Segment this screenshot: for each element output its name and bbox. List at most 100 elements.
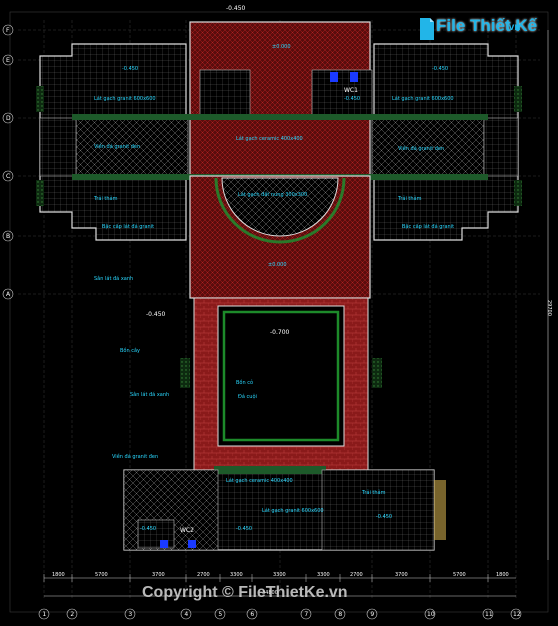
courtyard [217, 305, 345, 447]
axis-label-F: F [6, 27, 10, 34]
axis-label-6: 6 [250, 611, 254, 618]
watermark-logo [418, 12, 548, 46]
axis-label-10: 10 [427, 611, 435, 618]
axis-bubble-9 [366, 608, 378, 620]
note-5-right: Trải thảm [397, 195, 422, 202]
label-wc1: WC1 [344, 87, 358, 94]
level-left-room: -0.450 [122, 66, 138, 72]
right-planter-2 [514, 180, 522, 206]
wc1-room [311, 69, 373, 116]
level-left-mid: -0.450 [146, 311, 166, 318]
right-band-1 [368, 114, 488, 120]
note-3: Viền đá granit đen [94, 142, 140, 150]
dim-segment: 2700 [350, 572, 363, 578]
axis-label-2: 2 [70, 611, 74, 618]
note-3-lower: Viền đá granit đen [112, 452, 158, 460]
axis-label-B: B [6, 233, 10, 240]
bottom-right-room [321, 469, 435, 551]
note-1-lower: Lát gạch granit 600x600 [262, 507, 324, 514]
note-9: Đá cuội [238, 393, 257, 400]
dim-segment: 3300 [273, 572, 286, 578]
dim-segment: 3300 [230, 572, 243, 578]
axis-bubble-1 [38, 608, 50, 620]
note-1: Lát gạch granit 600x600 [94, 95, 156, 102]
dim-segment: 1800 [496, 572, 509, 578]
dim-segments: 1800 5700 3700 2700 3300 3300 3300 2700 3700 5700… [43, 572, 509, 582]
note-7-lower: Sân lát đá xanh [130, 391, 169, 398]
watermark-logo-domain: .vn [506, 22, 521, 33]
axis-bubble-7 [300, 608, 312, 620]
axis-bubble-2 [66, 608, 78, 620]
label-wc2: WC2 [180, 527, 194, 534]
right-planter-1 [514, 86, 522, 112]
level-top: -0.450 [226, 5, 246, 12]
left-hall-diagonal [75, 117, 189, 177]
axis-label-8: 8 [338, 611, 342, 618]
center-band-1 [186, 114, 372, 120]
material-notes: Lát gạch granit 600x600 Lát gạch granit … [93, 95, 454, 514]
axis-bubble-6 [246, 608, 258, 620]
axis-bubble-F [2, 24, 14, 36]
level-bottom-left: -0.450 [140, 526, 156, 532]
bottom-right-step [434, 480, 446, 540]
note-7: Sân lát đá xanh [94, 275, 133, 282]
level-labels: -0.450 ±0.000 -0.450 -0.450 WC1 -0.450 ±… [122, 5, 448, 534]
right-hall-diagonal [371, 117, 485, 177]
axis-label-12: 12 [513, 611, 521, 618]
wc2-fixture-2 [188, 540, 196, 548]
axis-bubble-8 [334, 608, 346, 620]
left-band-2 [72, 174, 192, 180]
axis-label-1: 1 [42, 611, 46, 618]
bottom-band [214, 466, 326, 474]
level-center-upper: ±0.000 [272, 44, 291, 50]
dim-segment: 3700 [152, 572, 165, 578]
level-right-room: -0.450 [432, 66, 448, 72]
wc2-room [137, 519, 175, 549]
note-1-right: Lát gạch granit 600x600 [392, 95, 454, 102]
note-5: Trải thảm [93, 195, 118, 202]
note-10: Bồn cây [120, 346, 140, 354]
note-4: Lát gạch đất nung 300x300 [238, 191, 307, 198]
left-band-1 [72, 114, 192, 120]
dim-segment: 2700 [197, 572, 210, 578]
axis-label-E: E [6, 57, 10, 64]
dim-segment: 5700 [95, 572, 108, 578]
note-3-right: Viền đá granit đen [398, 144, 444, 152]
axis-bubble-C [2, 170, 14, 182]
semicircle-stage [221, 177, 339, 237]
note-2-lower: Lát gạch ceramic 400x400 [226, 477, 293, 484]
watermark-logo-text: File Thiết Kế [436, 16, 538, 35]
axis-bubble-4 [180, 608, 192, 620]
axis-bubble-A [2, 288, 14, 300]
courtyard-planter [222, 310, 340, 442]
axis-bubble-B [2, 230, 14, 242]
level-courtyard: -0.700 [270, 329, 290, 336]
wc1-fixture [330, 72, 338, 82]
axis-bubble-10 [424, 608, 436, 620]
right-band-2 [368, 174, 488, 180]
note-8: Bồn cỏ [236, 378, 253, 386]
dim-total-bottom: 34800 [262, 590, 278, 596]
level-bottom-right: -0.450 [376, 514, 392, 520]
axis-label-C: C [6, 173, 10, 180]
axis-label-3: 3 [128, 611, 132, 618]
axis-label-11: 11 [485, 611, 493, 618]
dim-segment: 3700 [395, 572, 408, 578]
dim-segment: 3300 [317, 572, 330, 578]
axis-label-A: A [6, 291, 11, 298]
level-wc1: -0.450 [344, 96, 360, 102]
level-lower-center: ±0.000 [268, 262, 287, 268]
semicircle-border [214, 177, 346, 244]
courtyard-side-right [372, 358, 382, 388]
axis-bubble-D [2, 112, 14, 124]
note-2: Lát gạch ceramic 400x400 [236, 135, 303, 142]
left-porch [39, 117, 77, 177]
dim-segment: 5700 [453, 572, 466, 578]
note-5-lower: Trải thảm [361, 489, 386, 496]
right-porch [483, 117, 519, 177]
axis-bubble-11 [482, 608, 494, 620]
